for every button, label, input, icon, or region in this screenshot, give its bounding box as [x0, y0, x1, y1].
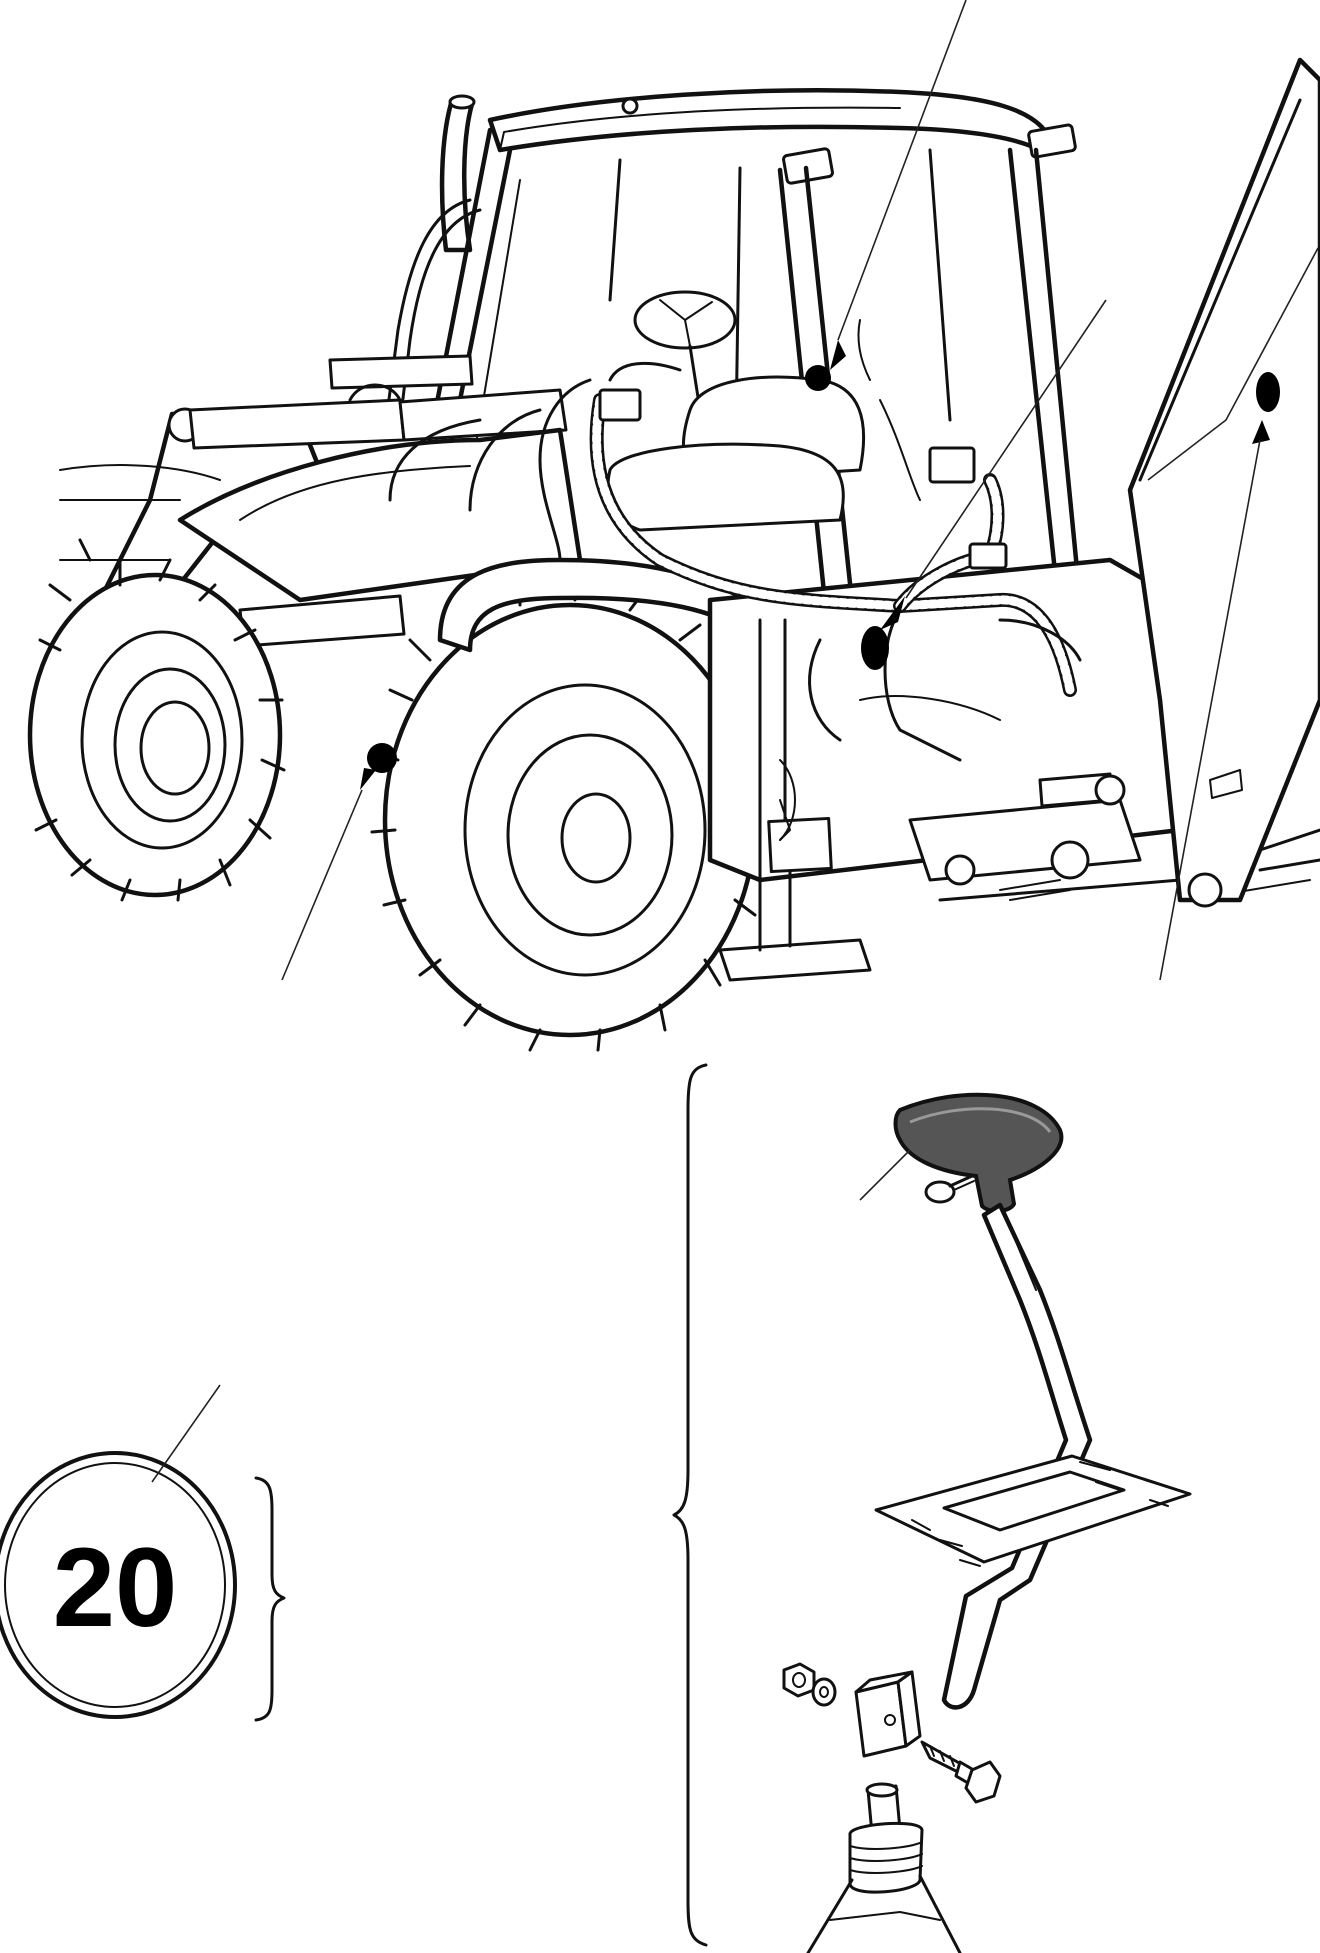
cab-pillar-marker — [805, 365, 831, 391]
backhoe-boom-icon — [1127, 57, 1320, 908]
chassis-marker — [367, 743, 397, 773]
cab-icon — [383, 88, 1083, 653]
reference-badge: 20 — [0, 1384, 286, 1722]
front-wheel-icon — [27, 538, 286, 902]
rear-wheel-icon — [370, 573, 770, 1052]
exhaust-stack-icon — [439, 94, 476, 253]
washer-icon — [811, 1677, 837, 1707]
pivot-pin-base-icon — [806, 1782, 962, 1953]
leader-lines — [281, 0, 1319, 981]
gear-lever-rod-icon — [941, 1202, 1093, 1710]
group-brace-icon — [672, 1063, 708, 1947]
location-markers — [360, 340, 1280, 790]
knob-screw-icon — [924, 1174, 975, 1204]
cab-floor-marker — [861, 626, 889, 670]
bolt-icon — [920, 1740, 1002, 1804]
nut-icon — [782, 1662, 816, 1698]
gear-lever-assembly — [782, 1092, 1192, 1953]
gear-lever-knob-icon — [893, 1092, 1064, 1213]
operator-seat-icon — [606, 375, 866, 532]
floor-gaiter-icon — [874, 1454, 1192, 1567]
engine-hood-icon — [59, 427, 583, 603]
reference-number: 20 — [53, 1525, 178, 1650]
backhoe-loader — [27, 0, 1320, 1052]
pivot-block-icon — [854, 1670, 922, 1758]
badge-brace-icon — [254, 1476, 286, 1722]
boom-marker — [1256, 372, 1280, 412]
